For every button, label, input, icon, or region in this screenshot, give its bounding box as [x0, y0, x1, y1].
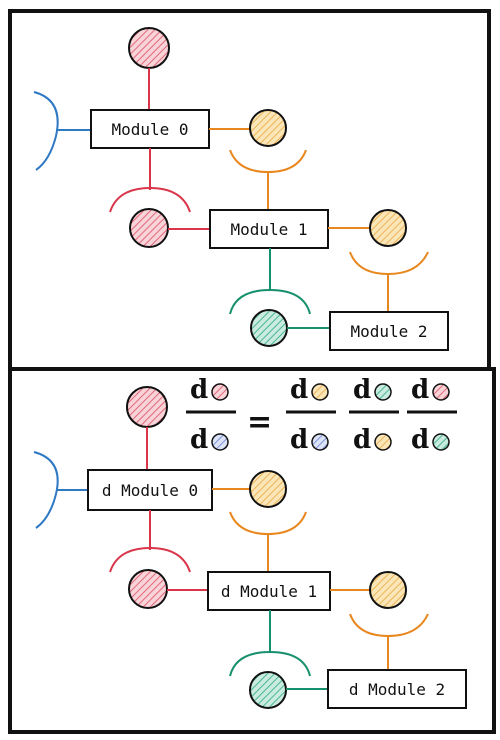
red-term-icon [432, 383, 450, 401]
blue-cup [33, 451, 59, 529]
blue-term-icon [211, 433, 229, 451]
frac-d: d [353, 375, 371, 405]
module1-label: Module 1 [230, 220, 307, 239]
orange-node [369, 571, 407, 609]
orange-term-icon [374, 433, 392, 451]
blue-term-icon [311, 433, 329, 451]
bottom-panel: d d = d d d d d d [8, 367, 496, 734]
orange-node [249, 109, 287, 147]
green-cup [229, 650, 311, 677]
equals-sign: = [247, 405, 272, 440]
d-module1-label: d Module 1 [221, 582, 317, 601]
module1-box [209, 209, 329, 249]
red-term-icon [211, 383, 229, 401]
orange-node [369, 209, 407, 247]
red-node-top [126, 386, 168, 428]
frac-d: d [290, 375, 308, 405]
module2-box [329, 311, 449, 351]
module2-label: Module 2 [350, 322, 427, 341]
bottom-panel-frame [8, 367, 496, 734]
orange-cup [349, 613, 429, 638]
top-panel: Module 0 Module 1 Module 2 [8, 9, 491, 371]
green-node [249, 671, 287, 709]
d-module1-box [207, 571, 331, 611]
frac-d: d [411, 425, 429, 455]
green-term-icon [432, 433, 450, 451]
red-node [128, 569, 168, 609]
red-node-top [128, 27, 170, 69]
green-node [250, 309, 288, 347]
orange-cup [229, 511, 307, 536]
frac-d: d [411, 375, 429, 405]
orange-cup [229, 149, 307, 174]
d-module0-label: d Module 0 [102, 481, 198, 500]
module0-box [90, 109, 210, 149]
frac-d: d [190, 375, 208, 405]
red-node [129, 208, 169, 248]
blue-cup [33, 91, 59, 171]
d-module2-label: d Module 2 [349, 680, 445, 699]
module0-label: Module 0 [111, 120, 188, 139]
orange-cup [349, 251, 429, 276]
red-cup [109, 186, 191, 213]
green-term-icon [374, 383, 392, 401]
orange-term-icon [311, 383, 329, 401]
green-cup [229, 288, 311, 315]
frac-d: d [353, 425, 371, 455]
frac-d: d [190, 425, 208, 455]
gradient-equation: d d = d d d d d d [186, 375, 457, 455]
frac-d: d [290, 425, 308, 455]
orange-node [249, 470, 287, 508]
red-cup [109, 546, 191, 573]
d-module2-box [327, 669, 467, 709]
